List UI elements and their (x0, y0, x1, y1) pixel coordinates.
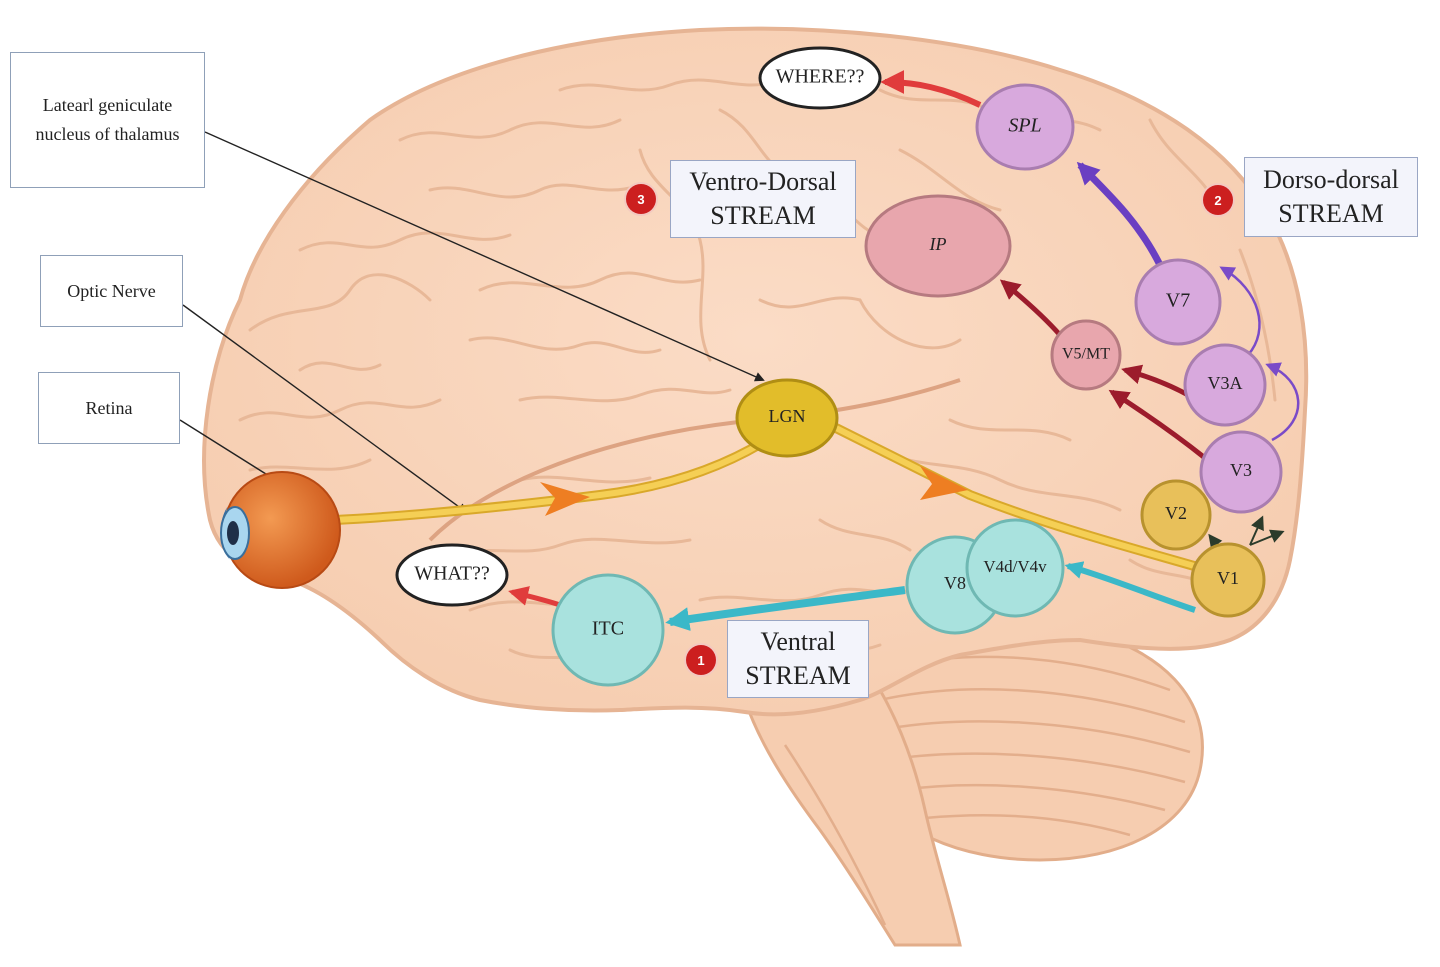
ventro-dorsal-arrow-v3a-v5 (1121, 364, 1190, 398)
what-label: WHAT?? (414, 563, 490, 585)
ventral-badge-number: 1 (697, 652, 705, 668)
v5mt-label: V5/MT (1062, 346, 1110, 363)
ventro-dorsal-stream-box: Ventro-Dorsal STREAM (670, 160, 856, 238)
ventro-dorsal-arrow-v3-v5 (1108, 389, 1207, 460)
optic-nerve-leader-line (182, 304, 468, 514)
retina-label-box: Retina (38, 372, 180, 444)
ventral-line1: Ventral (760, 627, 836, 656)
lgn-label-box: Latearl geniculate nucleus of thalamus (10, 52, 205, 188)
dorso-dorsal-arrow-v7-spl (1076, 161, 1164, 267)
v7-node: V7 (1134, 258, 1222, 346)
v3a-node: V3A (1183, 343, 1267, 427)
v4-node: V4d/V4v (965, 518, 1065, 618)
arrow-itc-to-what (508, 586, 561, 608)
ventral-arrow-v1-v4 (1064, 561, 1196, 613)
v8-label: V8 (944, 573, 966, 593)
optic-nerve-label-box: Optic Nerve (40, 255, 183, 327)
arrow-spl-to-where (880, 70, 982, 108)
brainstem (742, 688, 962, 947)
v1-node: V1 (1190, 542, 1266, 618)
optic-nerve-label-text: Optic Nerve (67, 280, 156, 301)
lgn-label: LGN (769, 406, 806, 426)
cerebellum-folds (879, 655, 1191, 837)
spl-node: SPL (975, 83, 1075, 171)
v5mt-node: V5/MT (1050, 319, 1122, 391)
lateral-sulcus (428, 378, 961, 542)
dorso-dorsal-line2: STREAM (1278, 199, 1384, 228)
dorso-dorsal-badge: 2 (1203, 185, 1233, 215)
ventro-dorsal-line2: STREAM (710, 201, 816, 230)
ventro-dorsal-badge: 3 (626, 184, 656, 214)
v3-node: V3 (1199, 430, 1283, 514)
dorso-dorsal-badge-number: 2 (1214, 192, 1222, 208)
v2-label: V2 (1165, 503, 1187, 523)
retina-label-text: Retina (85, 397, 133, 418)
where-node: WHERE?? (758, 46, 882, 110)
ventral-line2: STREAM (745, 661, 851, 690)
ip-node: IP (864, 194, 1012, 298)
v7-label: V7 (1166, 290, 1190, 312)
itc-node: ITC (551, 573, 665, 687)
what-node: WHAT?? (395, 543, 509, 607)
where-label: WHERE?? (776, 66, 865, 88)
ip-label: IP (929, 234, 947, 254)
v3-label: V3 (1230, 460, 1252, 480)
ventro-dorsal-line1: Ventro-Dorsal (689, 167, 837, 196)
optic-radiation-arrowhead (920, 466, 968, 500)
lgn-leader-line (204, 131, 765, 382)
v2-node: V2 (1140, 479, 1212, 551)
lgn-node: LGN (735, 378, 839, 458)
ventral-arrow-v8-itc (665, 586, 906, 632)
v1-label: V1 (1217, 568, 1239, 588)
v4-label: V4d/V4v (983, 557, 1047, 576)
ventro-dorsal-arrow-v5-ip (999, 279, 1062, 337)
spl-label: SPL (1008, 115, 1041, 137)
dorso-dorsal-stream-box: Dorso-dorsal STREAM (1244, 157, 1418, 237)
v3a-label: V3A (1208, 373, 1243, 393)
optic-tract-arrowhead-1 (540, 482, 590, 516)
dorso-dorsal-arrow-v3-v3a (1265, 362, 1300, 442)
dorso-dorsal-arrow-v3a-v7 (1219, 266, 1261, 356)
lgn-label-text: Latearl geniculate nucleus of thalamus (35, 95, 180, 144)
ventro-dorsal-badge-number: 3 (637, 191, 645, 207)
ventral-badge: 1 (686, 645, 716, 675)
eye-icon (220, 471, 341, 589)
itc-label: ITC (592, 618, 624, 640)
ventral-stream-box: Ventral STREAM (727, 620, 869, 698)
dorso-dorsal-line1: Dorso-dorsal (1263, 165, 1399, 194)
